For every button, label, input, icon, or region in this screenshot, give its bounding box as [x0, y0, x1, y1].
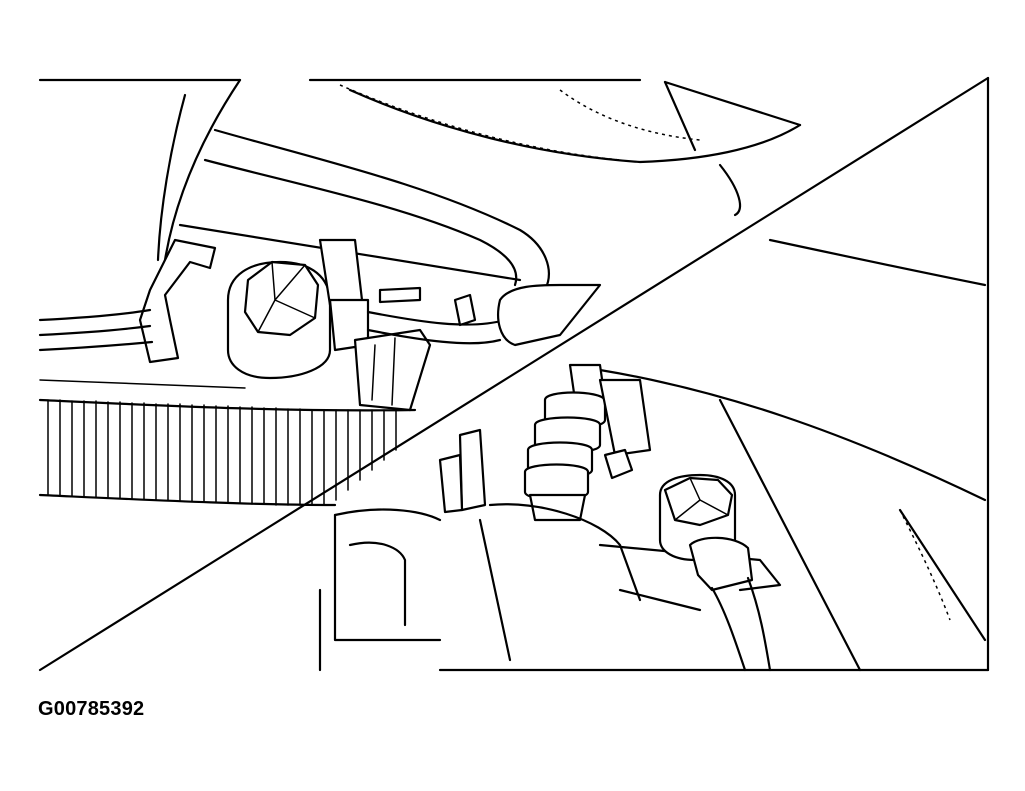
upper-left-detail-view [38, 78, 802, 507]
rubber-boot [523, 363, 607, 522]
sensor-hex-nut [226, 260, 332, 380]
lower-right-detail-view [318, 76, 990, 672]
view-divider-line [38, 76, 990, 672]
corrugated-conduit [38, 398, 417, 507]
figure-id-label: G00785392 [38, 698, 145, 720]
